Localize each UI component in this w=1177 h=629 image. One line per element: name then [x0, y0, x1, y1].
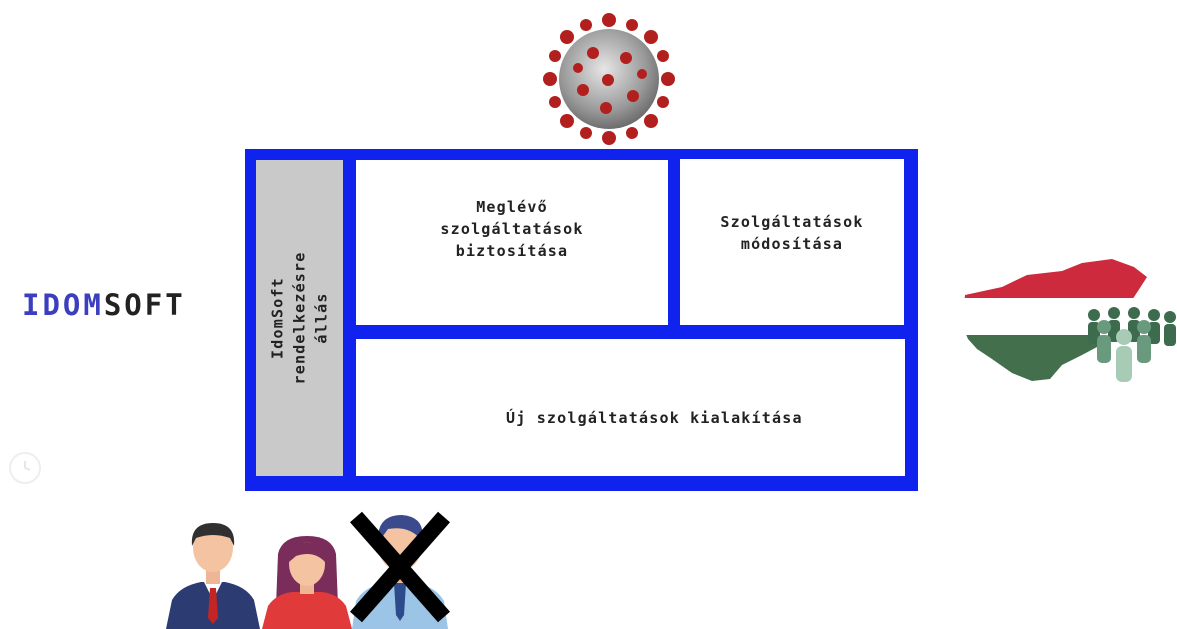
modify-services-box: [680, 159, 904, 325]
new-services-label: Új szolgáltatások kialakítása: [506, 409, 803, 427]
existing-services-box: [356, 160, 668, 325]
people-group-icon: [1088, 307, 1176, 382]
existing-services-label: Meglévő szolgáltatások biztosítása: [440, 198, 584, 260]
employee-man-icon: [166, 523, 260, 629]
employee-woman-icon: [262, 536, 352, 629]
clock-icon: [9, 452, 41, 484]
new-services-box: [356, 339, 905, 476]
availability-label: IdomSoft rendelkezésre állás: [268, 251, 331, 385]
crossed-out-employee-icon: [349, 511, 451, 629]
modify-services-label: Szolgáltatások módosítása: [720, 213, 864, 253]
idomsoft-logo: IDOMSOFT: [22, 288, 186, 322]
availability-label-wrap: IdomSoft rendelkezésre állás: [256, 160, 343, 476]
coronavirus-icon: [543, 13, 675, 145]
hungary-flag-map-icon: [962, 259, 1176, 382]
availability-column: [256, 160, 343, 476]
